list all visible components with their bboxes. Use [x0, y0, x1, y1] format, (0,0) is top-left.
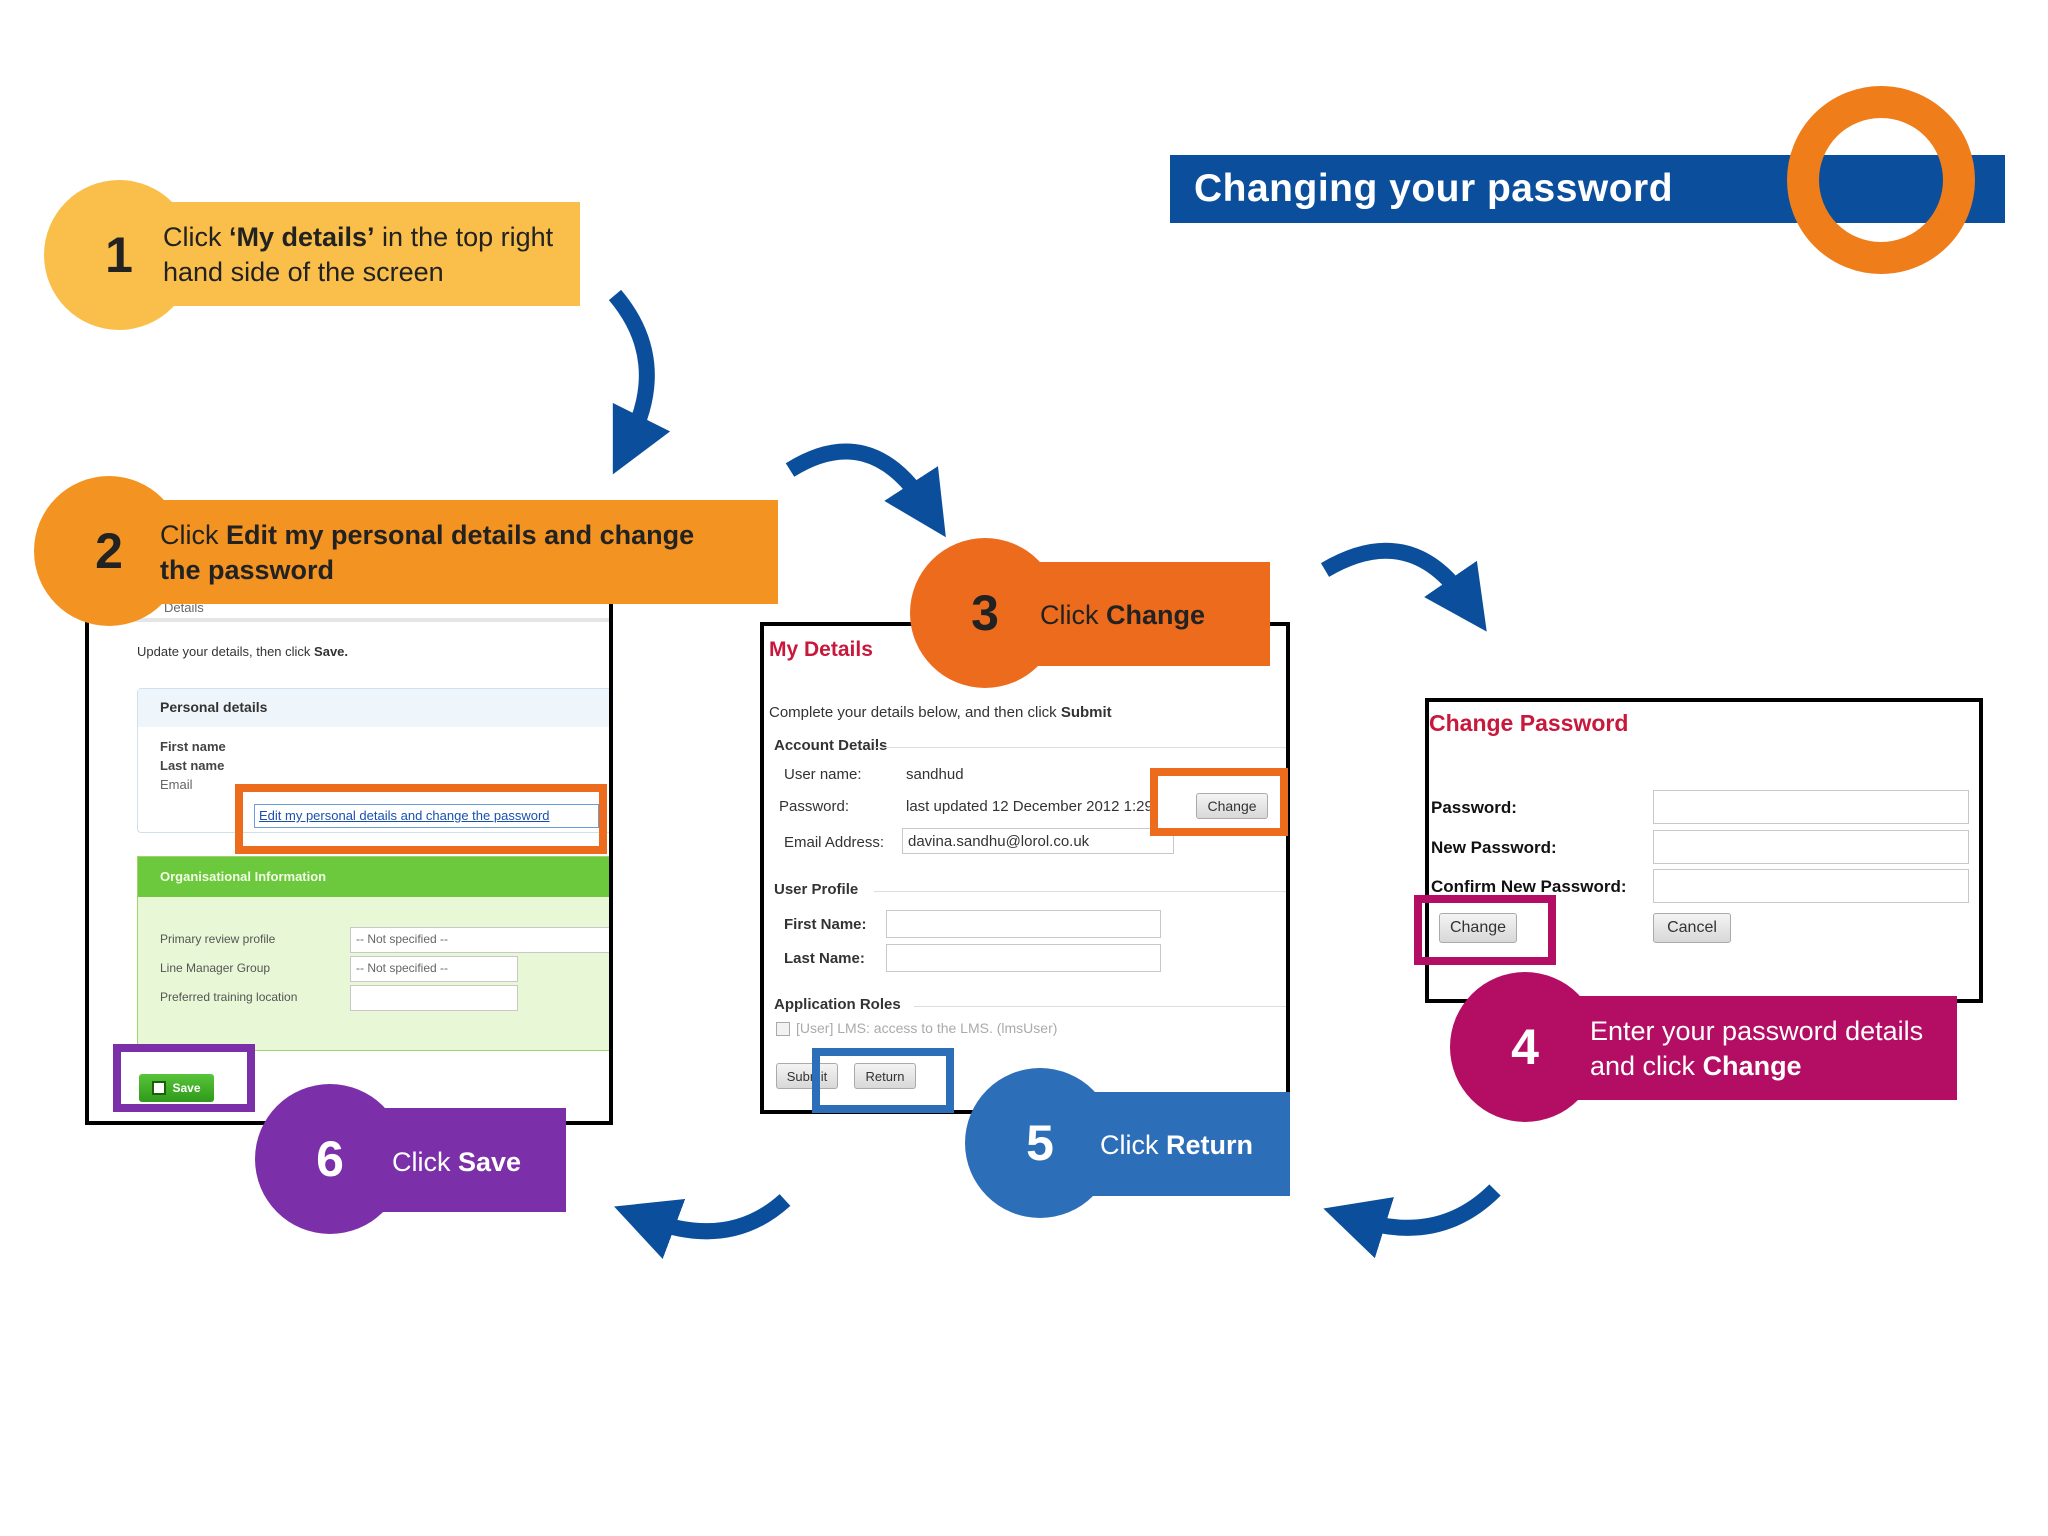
step-4-bar [1530, 996, 1957, 1100]
step-3-number: 3 [971, 585, 999, 641]
training-location-field[interactable] [350, 985, 518, 1011]
highlight-return-button [812, 1048, 954, 1113]
step-2-number: 2 [95, 523, 123, 579]
org-header [138, 857, 609, 897]
account-rule [874, 747, 1286, 748]
step-2-circle: 2 [34, 476, 184, 626]
step-2-line1: Click Edit my personal details and chang… [160, 520, 695, 550]
screenshot-personal-details: Details Update your details, then click … [85, 590, 613, 1125]
row-training-label: Preferred training location [160, 990, 298, 1004]
cancel-button[interactable]: Cancel [1653, 913, 1731, 943]
arrow-3-to-4 [1320, 542, 1487, 632]
first-name-label: First Name: [784, 916, 867, 933]
email-address-value: davina.sandhu@lorol.co.uk [908, 833, 1090, 850]
my-details-title: My Details [769, 638, 873, 661]
account-header: Account Details [774, 737, 888, 754]
username-label: User name: [784, 766, 862, 783]
step-1-number: 1 [105, 227, 133, 283]
step-2-line2: the password [160, 555, 335, 586]
step-1-circle: 1 [44, 180, 194, 330]
email-address-label: Email Address: [784, 834, 885, 851]
personal-panel: Personal details First name Last name Em… [137, 688, 609, 833]
last-name-field[interactable] [886, 944, 1161, 972]
screenshot-my-details: My Details Complete your details below, … [760, 622, 1290, 1114]
crumb-bar [114, 618, 609, 622]
roles-rule [914, 1006, 1286, 1007]
return-button[interactable]: Return [854, 1063, 916, 1089]
role-item-label: [User] LMS: access to the LMS. (lmsUser) [796, 1020, 1058, 1036]
personal-header [138, 689, 609, 727]
first-name-field[interactable] [886, 910, 1161, 938]
confirm-password-field[interactable] [1653, 869, 1969, 903]
username-value: sandhud [906, 766, 964, 783]
step-1-line2: hand side of the screen [163, 257, 444, 288]
step-5-text: Click Return [1100, 1130, 1253, 1160]
highlight-save [113, 1044, 255, 1112]
email-label: Email [160, 777, 193, 792]
highlight-change-button [1150, 768, 1288, 836]
page-title: Changing your password [1194, 167, 1674, 210]
change-button[interactable]: Change [1439, 913, 1517, 943]
password-label: Password: [779, 798, 850, 815]
row-manager-label: Line Manager Group [160, 961, 271, 975]
step-4-text: Enter your password details and click Ch… [1590, 1014, 1923, 1084]
arrow-2-to-3 [785, 443, 946, 538]
step-1-line1: Click ‘My details’ in the top right [163, 222, 554, 252]
last-name-label: Last Name: [784, 950, 865, 967]
edit-details-link[interactable]: Edit my personal details and change the … [254, 804, 599, 828]
org-panel: Organisational Information Primary revie… [137, 856, 609, 1051]
current-password-label: Password: [1431, 798, 1517, 817]
password-value: last updated 12 December 2012 1:29 [906, 798, 1153, 815]
manager-group-value: -- Not specified -- [356, 961, 449, 975]
step-5-circle: 5 [965, 1068, 1115, 1218]
last-name-label: Last name [160, 758, 225, 773]
new-password-field[interactable] [1653, 830, 1969, 864]
email-address-field[interactable] [902, 828, 1174, 854]
first-name-label: First name [160, 739, 226, 754]
step-3-text: Click Change [1040, 600, 1206, 630]
primary-review-select[interactable] [350, 927, 609, 953]
step-6-text: Click Save [392, 1147, 522, 1177]
step-1-text: Click ‘My details’ in the top right hand… [163, 220, 553, 290]
step-4-line1: Enter your password details [1590, 1016, 1924, 1046]
intro-text: Update your details, then click Save. [137, 644, 349, 659]
primary-review-value: -- Not specified -- [356, 932, 449, 946]
role-checkbox[interactable] [776, 1022, 790, 1036]
row-primary-label: Primary review profile [160, 932, 276, 946]
highlight-edit-link [235, 784, 607, 854]
change-password-button[interactable]: Change [1196, 793, 1268, 819]
step-2-text: Click Edit my personal details and chang… [160, 518, 694, 588]
org-header-label: Organisational Information [160, 869, 327, 884]
save-button[interactable]: Save [139, 1074, 214, 1102]
step-6-circle: 6 [255, 1084, 405, 1234]
step-4-line2: and click Change [1590, 1051, 1802, 1082]
profile-rule [874, 891, 1286, 892]
new-password-label: New Password: [1431, 838, 1557, 857]
manager-group-select[interactable] [350, 956, 518, 982]
screenshot-change-password: Change Password Password: New Password: … [1425, 698, 1983, 1003]
step-3-circle: 3 [910, 538, 1060, 688]
highlight-change-password-button [1414, 895, 1556, 965]
save-label: Save [172, 1081, 201, 1095]
roles-header: Application Roles [774, 996, 901, 1013]
step-4-number: 4 [1511, 1019, 1539, 1075]
personal-header-label: Personal details [160, 699, 268, 715]
confirm-password-label: Confirm New Password: [1431, 877, 1627, 896]
floppy-disk-icon [152, 1081, 167, 1095]
step-4-circle: 4 [1450, 972, 1600, 1122]
step-6-number: 6 [316, 1131, 344, 1187]
change-password-title: Change Password [1429, 710, 1629, 736]
my-details-intro: Complete your details below, and then cl… [769, 704, 1112, 721]
profile-header: User Profile [774, 881, 859, 898]
arrow-5-to-6 [614, 1193, 791, 1259]
step-5-number: 5 [1026, 1115, 1054, 1171]
arrow-1-to-2 [608, 289, 671, 475]
arrow-4-to-5 [1323, 1184, 1501, 1259]
step-2-bar [110, 500, 778, 604]
current-password-field[interactable] [1653, 790, 1969, 824]
